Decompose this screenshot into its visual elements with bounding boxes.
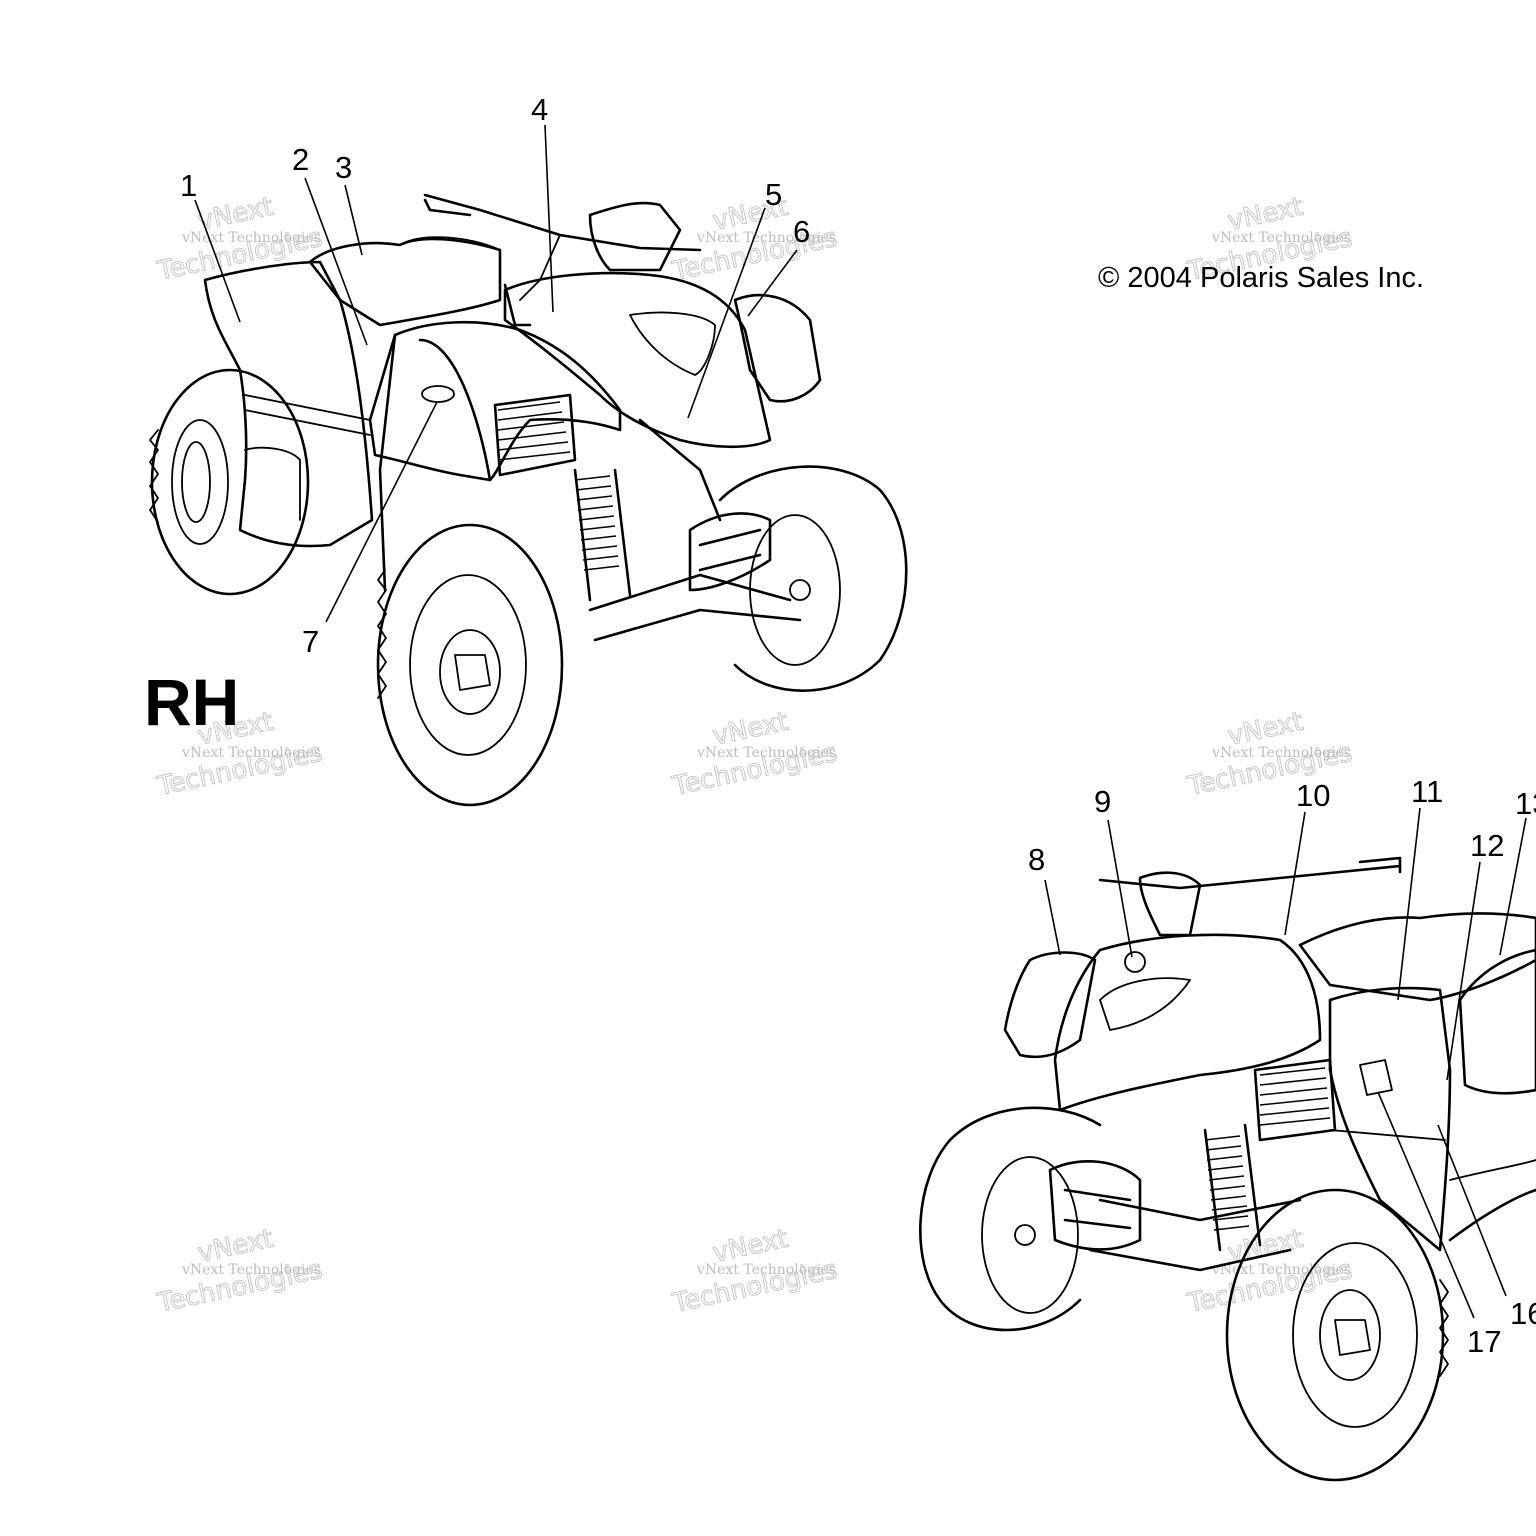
svg-text:vNext Technologies: vNext Technologies — [1211, 230, 1351, 246]
seat-rh — [308, 237, 502, 327]
front-suspension-lh — [1088, 1123, 1302, 1272]
callout-6: 6 — [793, 214, 810, 249]
callout-12: 12 — [1470, 828, 1504, 863]
svg-text:vNext Technologies: vNext Technologies — [696, 1262, 836, 1278]
handlebars-lh — [1098, 856, 1402, 937]
svg-text:vNext Technologies: vNext Technologies — [696, 745, 836, 761]
callout-17: 17 — [1467, 1324, 1501, 1359]
front-suspension-rh — [573, 418, 802, 642]
radiator-lh — [1253, 1058, 1337, 1142]
front-right-wheel-rh — [718, 465, 908, 692]
callout-13: 13 — [1515, 786, 1536, 821]
svg-text:vNext Technologies: vNext Technologies — [181, 745, 321, 761]
svg-text:vNext Technologies: vNext Technologies — [1211, 745, 1351, 761]
front-cowl-lh — [1003, 933, 1322, 1112]
callout-4: 4 — [531, 92, 548, 127]
front-bumper-lh — [1048, 1160, 1142, 1251]
callout-10: 10 — [1296, 778, 1330, 813]
side-label-rh: RH — [144, 665, 239, 739]
front-far-wheel-lh — [919, 1106, 1102, 1332]
svg-text:vNext Technologies: vNext Technologies — [181, 230, 321, 246]
front-cowl-rh — [503, 271, 822, 449]
leader-lines — [194, 124, 1527, 1319]
radiator-rh — [493, 393, 577, 477]
callout-16: 16 — [1510, 1296, 1536, 1331]
callout-3: 3 — [335, 150, 352, 185]
front-body-rh — [368, 320, 622, 592]
rear-fender-rh — [203, 260, 374, 548]
atv-right-side-view — [149, 193, 908, 807]
front-bumper-rh — [688, 512, 772, 592]
rear-wheel-rh — [149, 368, 310, 596]
callout-11: 11 — [1411, 774, 1443, 809]
front-fender-lh — [1328, 986, 1452, 1252]
watermark: vNext vNext Technologies Technologies — [669, 1223, 841, 1319]
front-near-wheel-lh — [1225, 1188, 1449, 1482]
svg-text:vNext Technologies: vNext Technologies — [1211, 1262, 1351, 1278]
fuel-cap — [1124, 951, 1146, 973]
watermark: vNext vNext Technologies Technologies — [669, 706, 841, 802]
svg-text:vNext Technologies: vNext Technologies — [181, 1262, 321, 1278]
callout-5: 5 — [765, 177, 782, 212]
callout-7: 7 — [302, 624, 319, 659]
callout-numbers: 1 2 3 4 5 6 7 8 9 10 11 12 13 16 17 — [180, 92, 1536, 1359]
watermarks: vNext vNext Technologies Technologies vN… — [154, 191, 1356, 1319]
front-left-wheel-rh — [376, 523, 564, 807]
callout-2: 2 — [292, 142, 309, 177]
watermark: vNext vNext Technologies Technologies — [669, 191, 841, 287]
emblem-decal — [421, 385, 455, 403]
rear-fender-lh — [1448, 948, 1536, 1242]
watermark: vNext vNext Technologies Technologies — [154, 1223, 326, 1319]
atv-left-side-view — [919, 856, 1536, 1482]
callout-1: 1 — [180, 168, 197, 203]
callout-8: 8 — [1028, 842, 1045, 877]
svg-text:vNext Technologies: vNext Technologies — [696, 230, 836, 246]
watermark: vNext vNext Technologies Technologies — [1184, 1223, 1356, 1319]
handlebars-rh — [423, 193, 702, 327]
copyright-notice: © 2004 Polaris Sales Inc. — [1098, 262, 1424, 294]
callout-9: 9 — [1094, 784, 1111, 819]
